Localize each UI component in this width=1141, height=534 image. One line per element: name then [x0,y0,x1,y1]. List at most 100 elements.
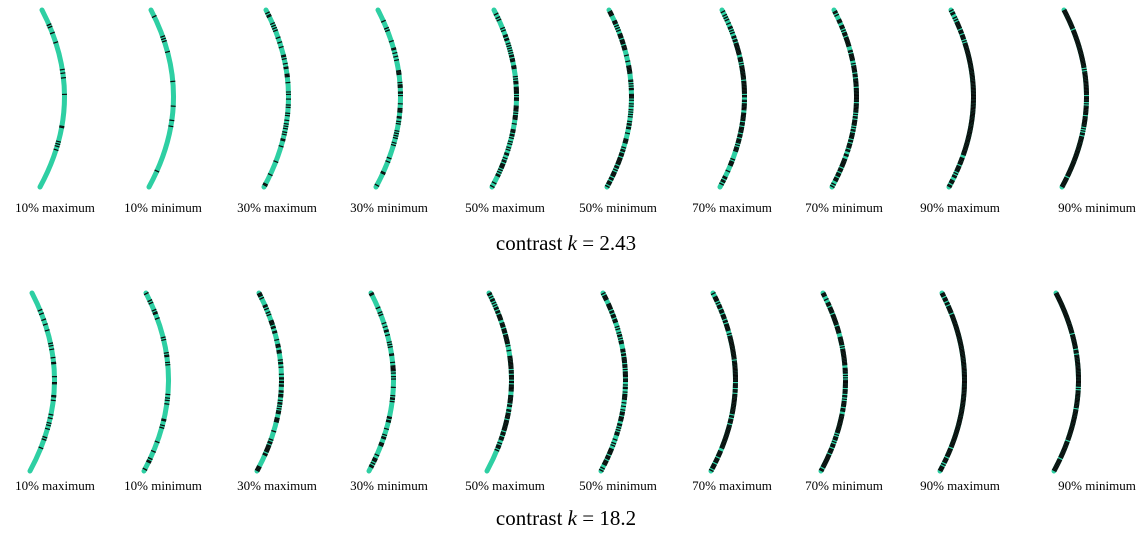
dark-inclusion [611,19,617,23]
dark-inclusion [824,456,830,461]
dark-inclusion [154,169,160,173]
dark-inclusion [1067,169,1073,173]
panel-label: 90% minimum [1058,478,1136,493]
dark-inclusion [1054,463,1060,468]
fibre-body [261,7,291,190]
dark-inclusion [1065,16,1071,20]
dark-inclusion [946,449,952,453]
dark-inclusion [719,182,725,186]
dark-inclusion [1065,17,1071,21]
dark-inclusion [1064,13,1070,17]
dark-inclusion [256,466,262,470]
dark-inclusion [380,19,386,23]
dark-inclusion [720,179,726,184]
dark-inclusion [714,299,720,303]
dark-inclusion [946,306,952,310]
dark-inclusion [823,297,829,302]
dark-inclusion [939,465,945,469]
dark-inclusion [611,170,617,174]
dark-inclusion [1059,184,1065,189]
fibre-panel: 70% maximum [692,7,772,215]
dark-inclusion [612,20,618,24]
dark-inclusion [607,306,613,310]
dark-inclusion [943,456,949,461]
fibre-panel: 10% minimum [124,7,202,215]
dark-inclusion [148,301,154,305]
dark-inclusion [716,453,722,457]
dark-inclusion [380,170,386,174]
dark-inclusion [264,11,271,15]
dark-inclusion [943,299,949,303]
dark-inclusion [1060,183,1066,187]
dark-inclusion [150,449,156,453]
fibre-panel: 90% maximum [920,290,1000,493]
dark-inclusion [269,21,276,26]
panel-label: 50% minimum [579,200,657,215]
dark-inclusion [716,303,722,308]
dark-inclusion [263,307,270,311]
dark-inclusion [827,306,833,310]
dark-inclusion [1057,300,1063,304]
dark-inclusion [722,175,728,179]
dark-inclusion [948,8,954,13]
dark-inclusion [1059,303,1065,308]
dark-inclusion [827,307,834,311]
dark-inclusion [954,169,960,173]
dark-inclusion [493,307,500,311]
fibre-body [366,290,396,474]
dark-inclusion [1066,19,1072,23]
dark-inclusion [147,456,153,461]
dark-inclusion [710,466,716,470]
dark-inclusion [823,459,829,463]
dark-inclusion [939,466,945,470]
dark-inclusion [372,456,378,461]
dark-inclusion [270,24,277,28]
dark-inclusion [1054,293,1060,297]
dark-inclusion [937,468,943,473]
dark-inclusion [725,169,731,173]
dark-inclusion [1055,295,1061,299]
dark-inclusion [606,305,613,309]
fibre-panel: 10% minimum [124,290,202,493]
dark-inclusion [611,171,617,176]
dark-inclusion [1061,181,1067,185]
dark-inclusion [943,458,949,462]
dark-inclusion [610,172,616,177]
dark-inclusion [257,294,264,298]
dark-inclusion [818,468,824,473]
dark-inclusion [1067,20,1073,24]
dark-inclusion [607,10,613,14]
dark-inclusion [833,177,839,182]
dark-inclusion [489,184,495,189]
dark-inclusion [488,295,494,299]
dark-inclusion [609,176,615,180]
dark-inclusion [713,459,719,463]
dark-inclusion [146,460,152,464]
dark-inclusion [950,12,956,16]
dark-inclusion [1053,291,1059,296]
dark-inclusion [262,453,268,457]
dark-inclusion [1068,167,1074,171]
dark-inclusion [940,293,946,297]
dark-inclusion [1066,171,1072,176]
dark-inclusion [942,460,948,464]
dark-inclusion [713,297,719,302]
dark-inclusion [603,460,609,464]
dark-inclusion [944,454,950,458]
dark-inclusion [945,305,952,309]
dark-inclusion [492,303,498,308]
dark-inclusion [605,302,611,306]
dark-inclusion [949,179,955,184]
dark-inclusion [1058,301,1064,305]
dark-inclusion [708,468,714,473]
dark-inclusion [613,24,620,28]
dark-inclusion [823,460,829,464]
dark-inclusion [832,11,839,15]
dark-inclusion [262,305,269,309]
fibre-panel: 50% minimum [579,7,657,215]
fibre-panel: 90% minimum [1058,7,1136,215]
dark-inclusion [1062,11,1069,15]
dark-inclusion [945,453,951,457]
dark-inclusion [1058,302,1064,306]
